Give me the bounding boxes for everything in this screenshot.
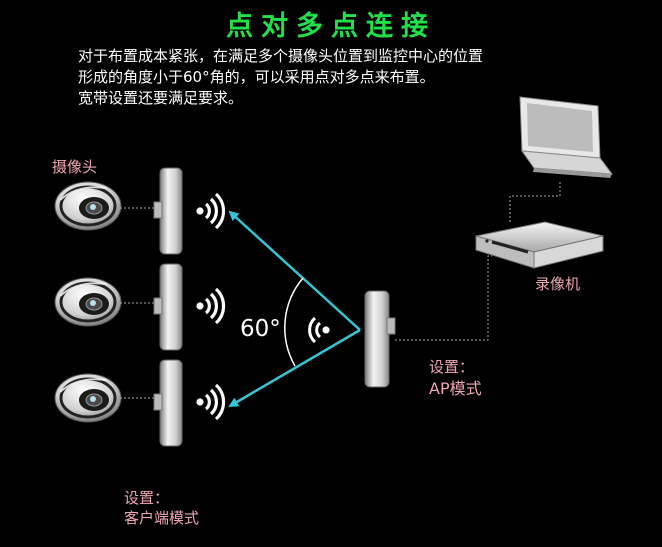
wifi-signal-icon	[194, 383, 226, 421]
ap-cpe-icon	[364, 290, 396, 388]
dome-camera-icon	[53, 372, 123, 424]
diagram-title: 点对多点连接	[226, 11, 436, 42]
client-setting-label: 设置：	[124, 489, 170, 507]
ap-mode-label: AP模式	[429, 379, 482, 398]
client-cpe-icon	[153, 167, 183, 255]
link-arrow-bottom	[228, 328, 361, 408]
camera-label: 摄像头	[52, 158, 98, 176]
client-cpe-icon	[153, 359, 183, 447]
recorder-label: 录像机	[535, 275, 581, 293]
angle-arc	[284, 277, 304, 367]
description-line-2: 形成的角度小于60°角的，可以采用点对多点来布置。	[78, 68, 435, 86]
client-mode-label: 客户端模式	[124, 509, 200, 527]
client-cpe-icon	[153, 263, 183, 351]
camera-links	[120, 207, 158, 399]
ap-setting-label: 设置：	[429, 358, 475, 376]
ap-recorder-link	[395, 255, 492, 341]
dome-camera-icon	[53, 276, 123, 328]
angle-label: 60°	[240, 316, 281, 342]
dome-camera-icon	[53, 180, 123, 232]
wifi-signal-icon	[194, 192, 226, 230]
link-arrow-top	[228, 210, 361, 331]
description-line-3: 宽带设置还要满足要求。	[78, 89, 244, 107]
description-line-1: 对于布置成本紧张，在满足多个摄像头位置到监控中心的位置	[78, 47, 484, 65]
laptop-icon	[519, 96, 614, 178]
ap-wifi-signal-icon	[308, 316, 330, 344]
recorder-laptop-link	[509, 180, 561, 222]
description-text: 对于布置成本紧张，在满足多个摄像头位置到监控中心的位置 形成的角度小于60°角的…	[78, 46, 648, 109]
wifi-signal-icon	[194, 287, 226, 325]
recorder-icon	[475, 221, 604, 269]
